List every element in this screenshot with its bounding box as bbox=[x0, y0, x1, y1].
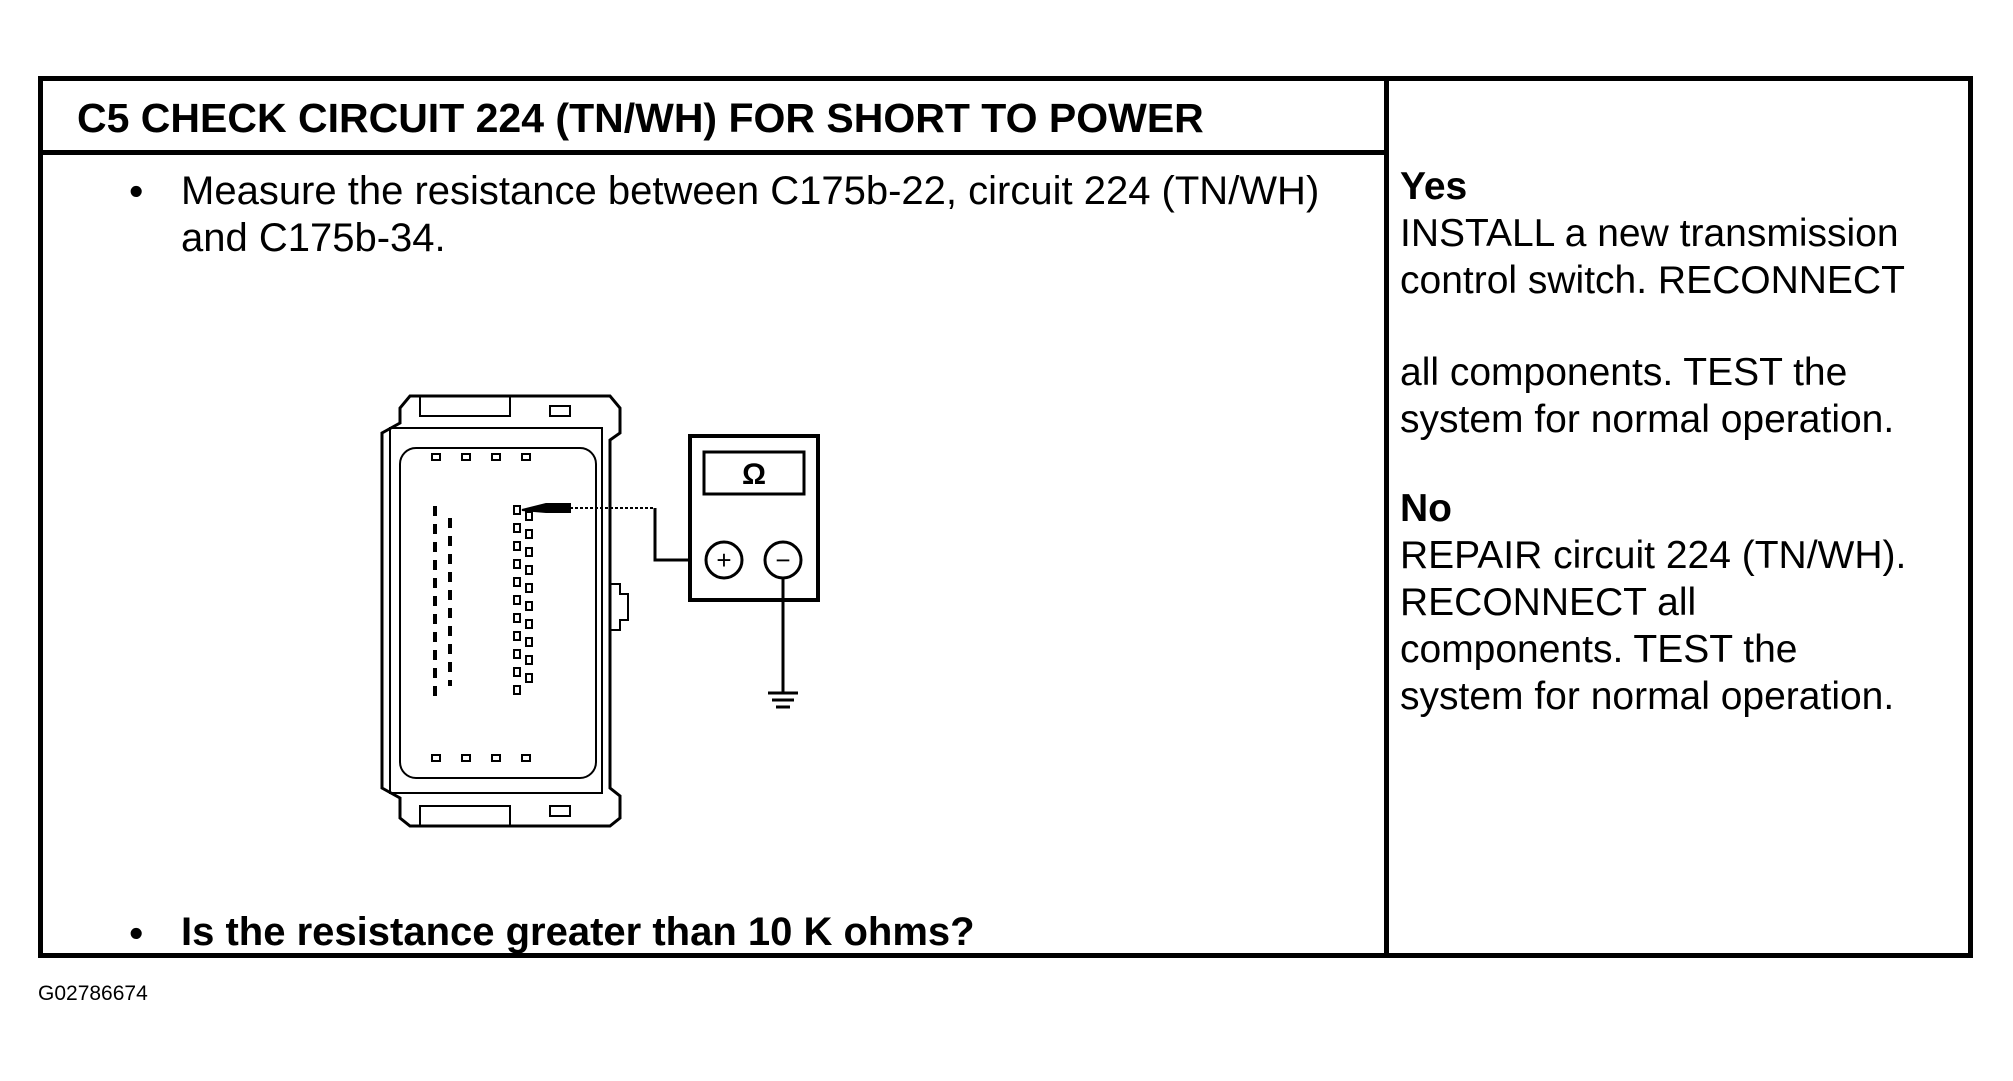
yes-label: Yes bbox=[1400, 165, 1468, 208]
column-divider bbox=[1384, 81, 1389, 953]
no-line-3: components. TEST the bbox=[1400, 628, 1798, 671]
no-line-2: RECONNECT all bbox=[1400, 581, 1697, 624]
plus-symbol: + bbox=[716, 545, 731, 575]
procedure-table: C5 CHECK CIRCUIT 224 (TN/WH) FOR SHORT T… bbox=[38, 76, 1973, 958]
plus-terminal bbox=[704, 540, 744, 580]
yes-line-3: all components. TEST the bbox=[1400, 351, 1848, 394]
step-question: Is the resistance greater than 10 K ohms… bbox=[181, 910, 975, 954]
no-label: No bbox=[1400, 487, 1452, 530]
connector-pins bbox=[431, 453, 531, 762]
connector-body bbox=[380, 394, 629, 828]
step-instruction: Measure the resistance between C175b-22,… bbox=[181, 168, 1381, 262]
header-divider bbox=[43, 150, 1384, 155]
bullet-icon: • bbox=[129, 168, 144, 214]
no-line-4: system for normal operation. bbox=[1400, 675, 1895, 718]
no-line-1: REPAIR circuit 224 (TN/WH). bbox=[1400, 534, 1907, 577]
minus-symbol: − bbox=[775, 545, 790, 575]
ohm-symbol: Ω bbox=[742, 458, 766, 491]
outcomes-column: Yes INSTALL a new transmission control s… bbox=[1400, 163, 1970, 720]
figure-id: G02786674 bbox=[38, 982, 148, 1005]
bullet-icon: • bbox=[129, 910, 144, 956]
multimeter: Ω + − bbox=[688, 434, 820, 602]
instruction-line-2: and C175b-34. bbox=[181, 216, 446, 260]
instruction-line-1: Measure the resistance between C175b-22,… bbox=[181, 169, 1320, 213]
yes-line-4: system for normal operation. bbox=[1400, 398, 1895, 441]
connector-test-diagram: Ω + − bbox=[380, 394, 820, 828]
pin-row-right bbox=[513, 505, 533, 695]
yes-line-2: control switch. RECONNECT bbox=[1400, 259, 1905, 302]
yes-line-1: INSTALL a new transmission bbox=[1400, 212, 1899, 255]
test-lead bbox=[521, 503, 710, 562]
step-title: C5 CHECK CIRCUIT 224 (TN/WH) FOR SHORT T… bbox=[77, 95, 1204, 141]
ground-icon bbox=[768, 578, 798, 709]
